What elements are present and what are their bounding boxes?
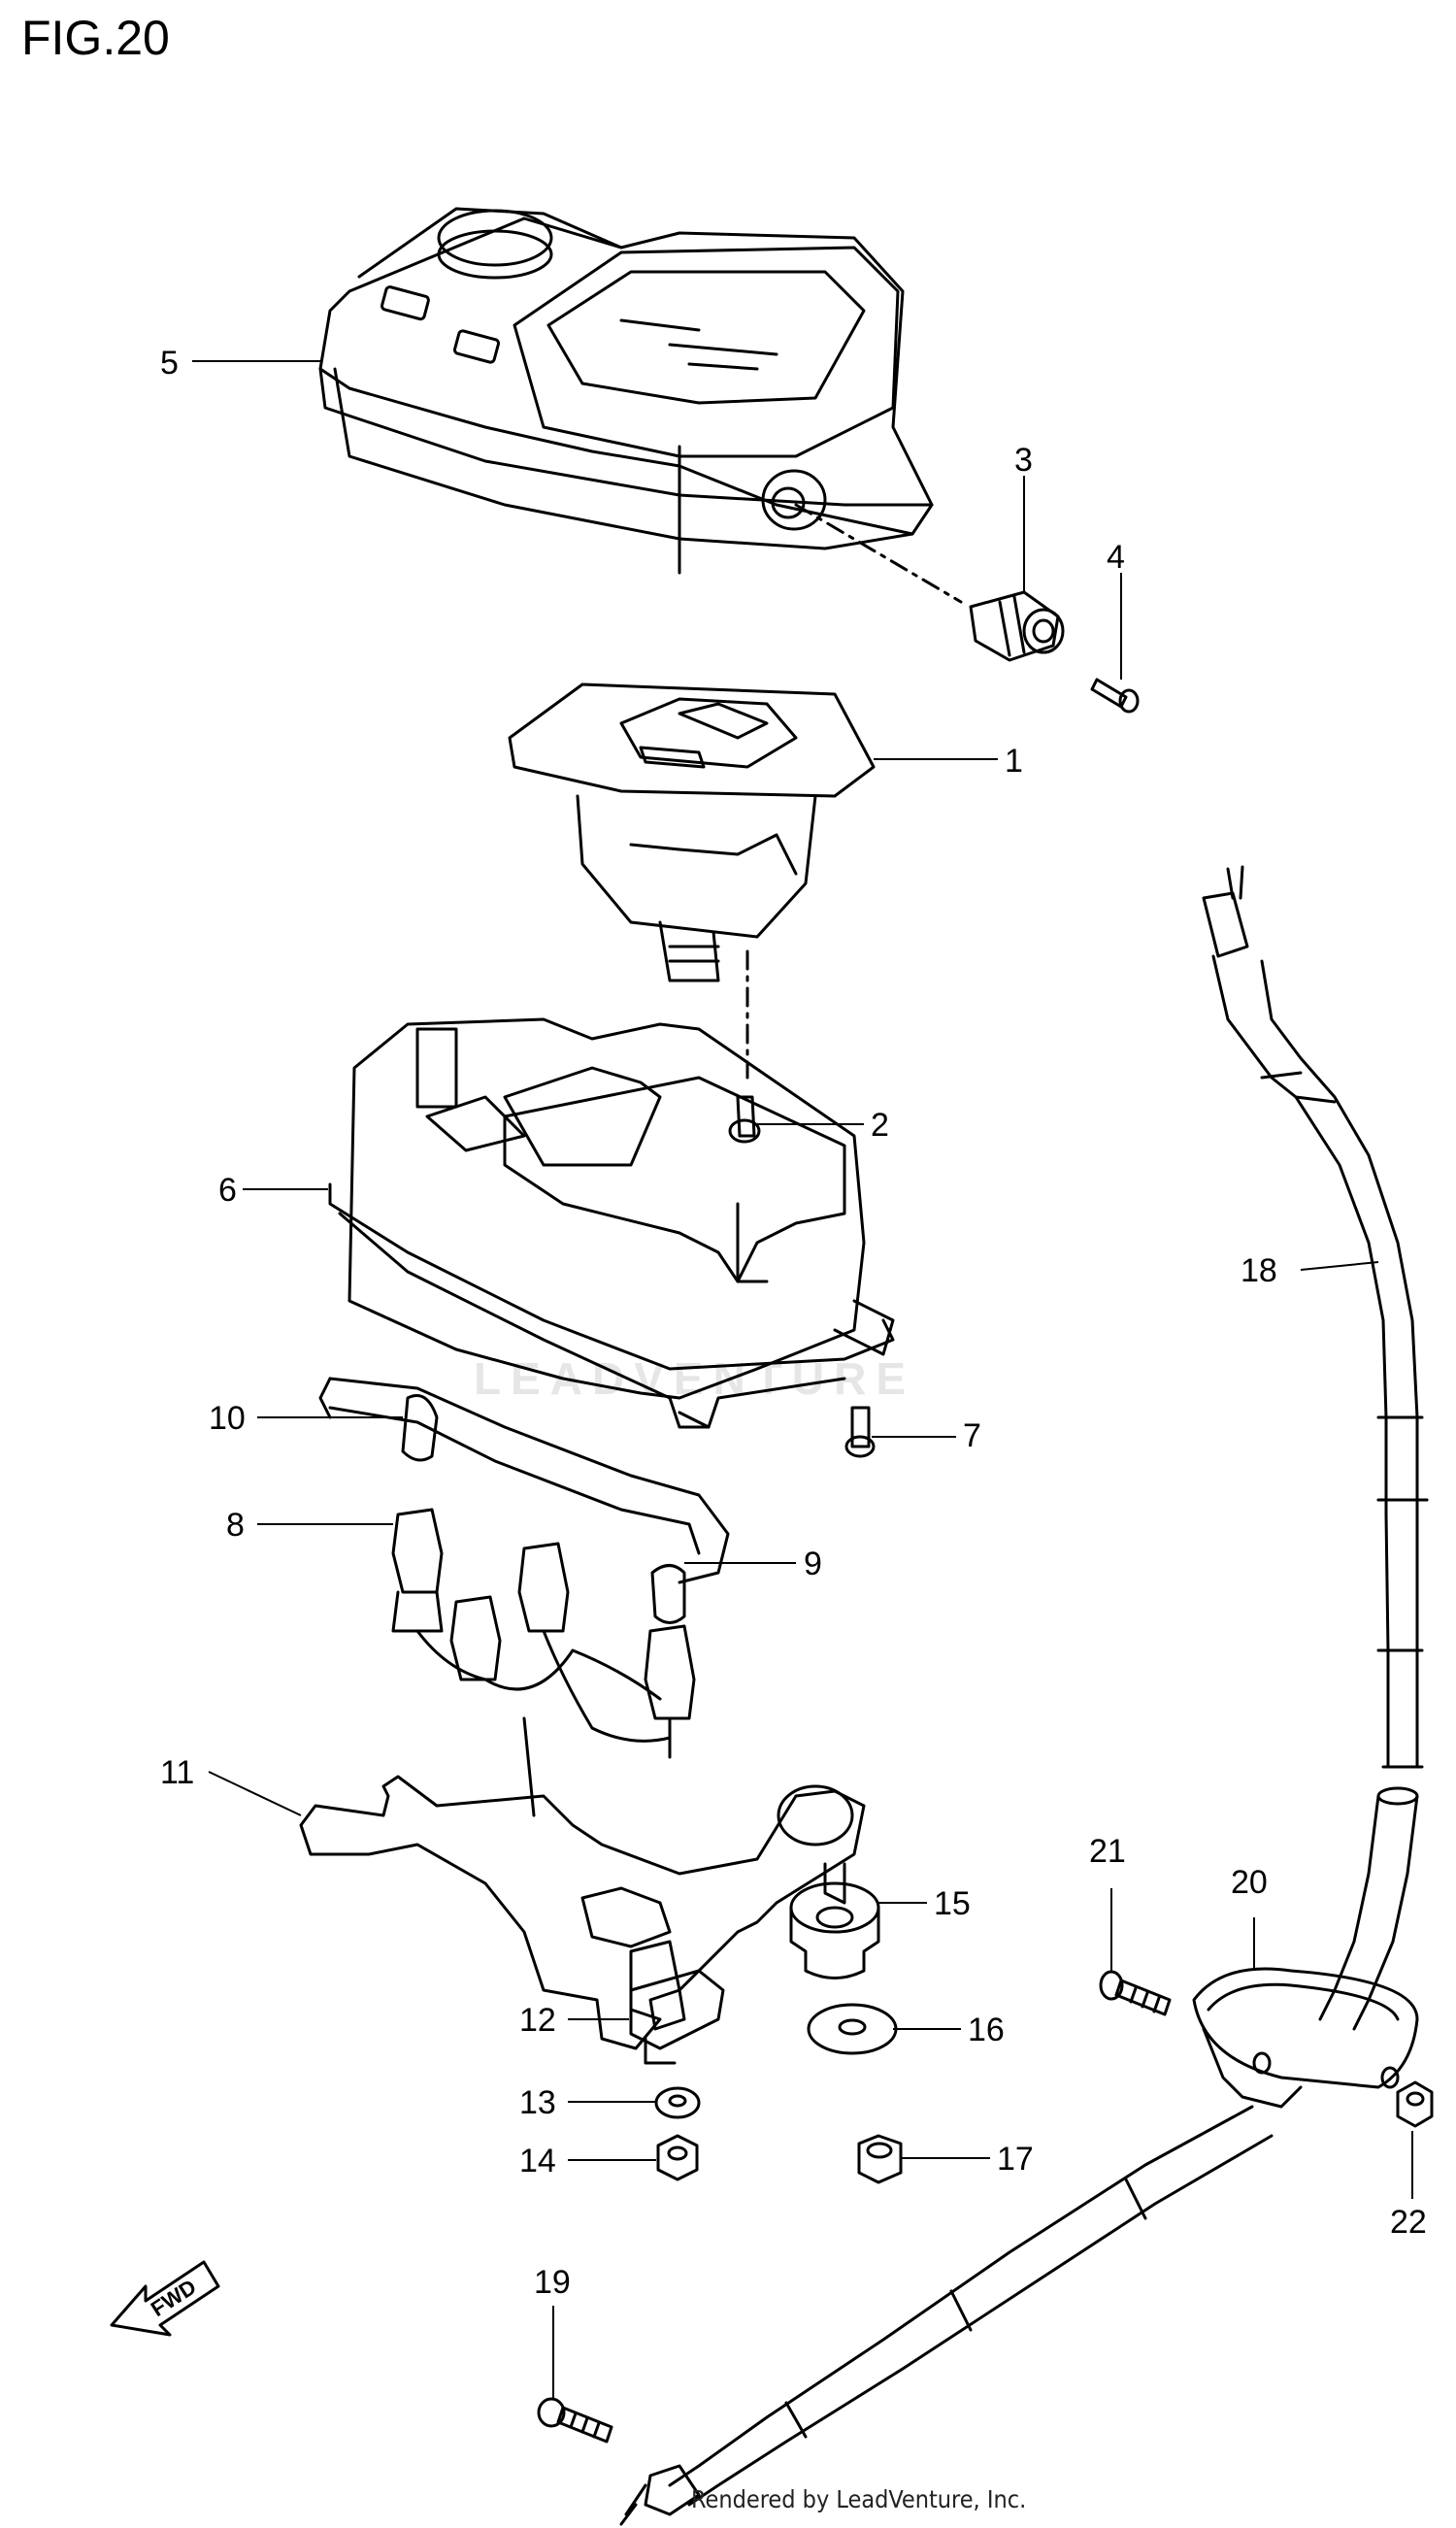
callout-21: 21: [1089, 1833, 1126, 1870]
callout-18: 18: [1241, 1252, 1277, 1289]
callout-20: 20: [1231, 1864, 1268, 1901]
callout-13: 13: [519, 2084, 556, 2121]
part-14-nut: [656, 2134, 699, 2181]
part-17-nut: [857, 2134, 903, 2184]
part-8-bulb-sockets: [391, 1508, 696, 1759]
part-2-screw: [728, 1095, 761, 1144]
callout-14: 14: [519, 2143, 556, 2179]
callout-16: 16: [968, 2012, 1005, 2048]
part-11-bracket: [299, 1716, 866, 2050]
callout-4: 4: [1107, 539, 1125, 576]
part-7-screw: [844, 1406, 876, 1458]
part-5-meter-cover: [318, 207, 934, 575]
callout-12: 12: [519, 2002, 556, 2039]
part-6-meter-case: [328, 1017, 895, 1429]
part-12-clip: [629, 1969, 725, 2065]
callout-10: 10: [209, 1400, 246, 1437]
part-4-screw: [1090, 678, 1140, 714]
part-20-clamp: [1192, 1967, 1419, 2109]
callout-1: 1: [1005, 743, 1023, 780]
part-10-wiring-harness: [318, 1377, 730, 1584]
part-18-speedometer-cable: [1202, 865, 1429, 1769]
callout-2: 2: [871, 1107, 889, 1144]
part-16-washer: [807, 2003, 898, 2055]
part-21-bolt: [1099, 1970, 1172, 2016]
part-13-washer: [654, 2086, 701, 2119]
part-1-meter-assembly: [508, 682, 876, 982]
callout-15: 15: [934, 1885, 971, 1922]
callout-3: 3: [1014, 442, 1033, 479]
callout-6: 6: [218, 1172, 237, 1209]
part-3-knob: [969, 590, 1065, 662]
fwd-arrow-icon: [110, 2260, 220, 2337]
leader-lines: [192, 360, 1413, 2398]
part-9-bulb: [650, 1564, 686, 1624]
callout-17: 17: [997, 2141, 1034, 2178]
part-19-screw: [537, 2397, 613, 2444]
part-15-grommet: [789, 1881, 880, 1979]
part-22-nut: [1396, 2080, 1434, 2128]
callout-11: 11: [160, 1754, 194, 1791]
part-18-speedometer-cable-lower: [619, 1786, 1419, 2526]
callout-7: 7: [963, 1417, 981, 1454]
callout-19: 19: [534, 2264, 571, 2301]
callout-9: 9: [804, 1546, 822, 1582]
figure-title: FIG.20: [21, 11, 170, 65]
callout-8: 8: [226, 1507, 245, 1544]
callout-22: 22: [1390, 2204, 1427, 2241]
callout-5: 5: [160, 345, 179, 382]
footer-credit: Rendered by LeadVenture, Inc.: [691, 2485, 1027, 2513]
